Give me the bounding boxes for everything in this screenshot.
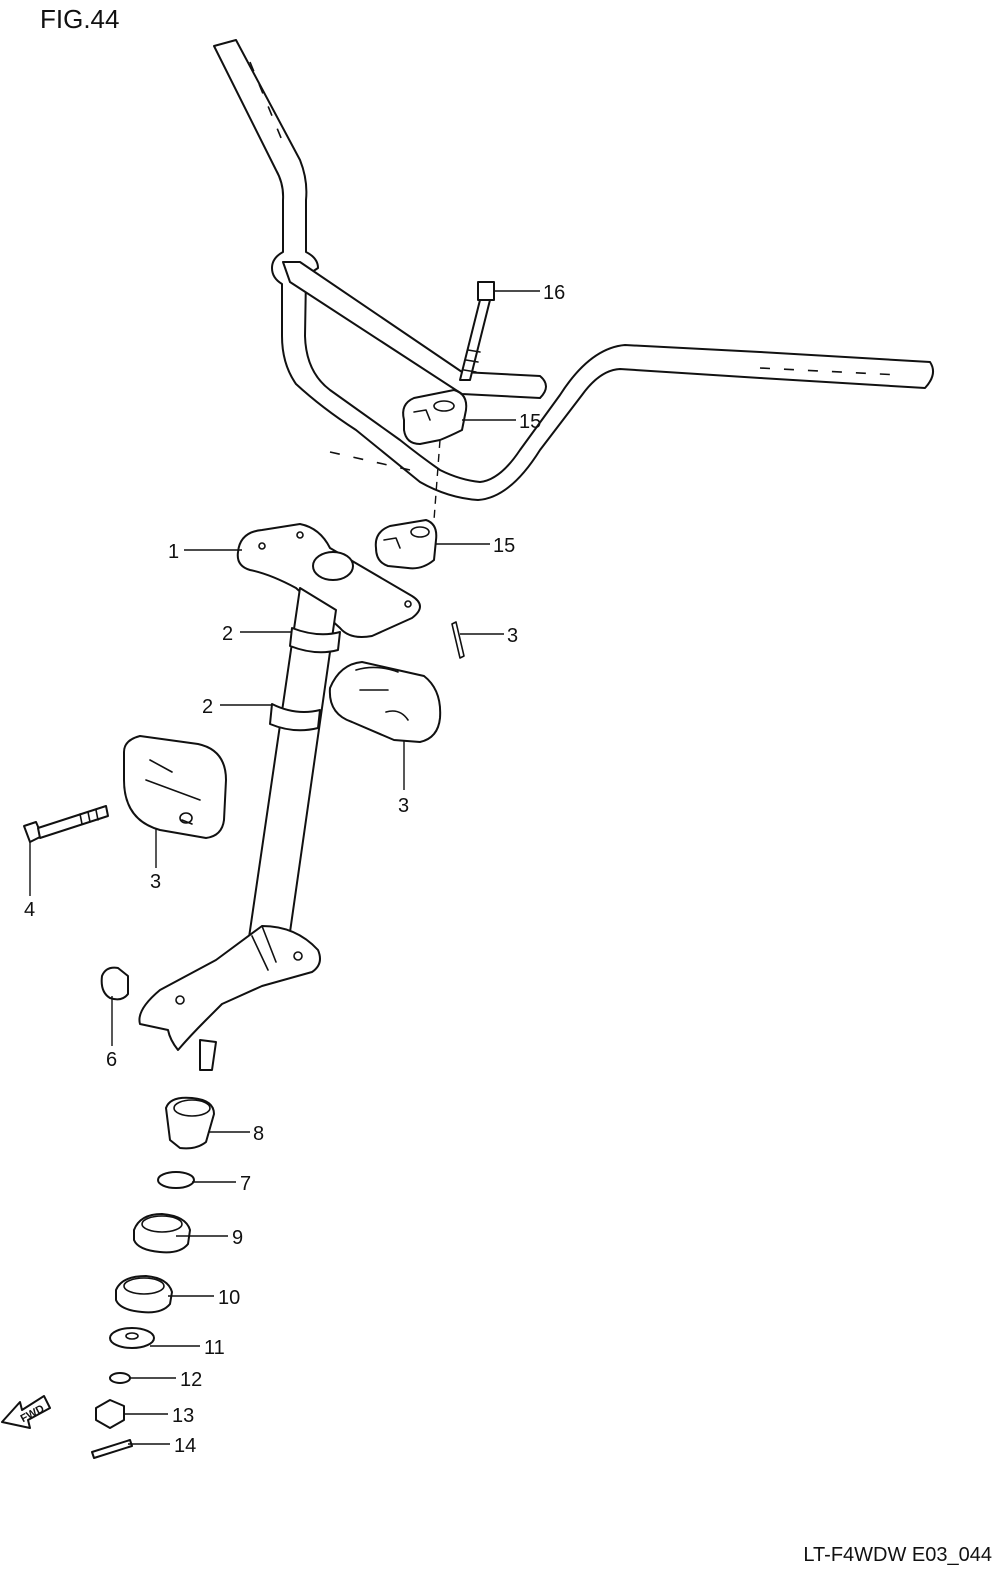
figure-title: FIG.44 [40,4,120,34]
dust-seal [133,1213,191,1254]
upper-holder [402,389,468,445]
callout-11: 11 [204,1337,225,1359]
leader-lines [29,290,540,1445]
callout-6: 6 [106,1049,118,1071]
bushing [100,966,129,1001]
oil-seal [115,1275,173,1314]
flange-bolt [23,805,109,843]
nut [95,1399,125,1429]
shaft-holder-right [328,661,442,743]
callout-16: 16 [543,282,566,304]
handlebar [213,39,935,501]
steering-shaft [138,587,341,1071]
shaft-holder-left [123,735,227,839]
callout-1: 1 [168,541,180,563]
callout-9: 9 [232,1227,244,1249]
lower-holder [374,519,438,570]
forward-arrow-icon [1,1395,51,1429]
cotter-pin [91,1439,133,1459]
callout-8: 8 [253,1123,265,1145]
callout-13: 13 [172,1405,195,1427]
model-code: LT-F4WDW E03_044 [803,1544,992,1566]
upper-bracket [236,523,421,638]
callout-14: 14 [174,1435,197,1457]
washer-small [109,1372,131,1384]
callout-3-left: 3 [150,871,162,893]
callout-3-right: 3 [398,795,410,817]
callout-4: 4 [24,899,36,921]
callout-2-lower: 2 [202,696,214,718]
circlip [157,1171,195,1189]
callout-10: 10 [218,1287,241,1309]
cotter-clip [451,621,465,659]
handlebar-bolt [459,281,495,381]
bearing [165,1096,215,1150]
callout-15-lower: 15 [493,535,516,557]
callout-12: 12 [180,1369,203,1391]
washer-large [109,1327,155,1349]
callout-7: 7 [240,1173,252,1195]
callout-15-upper: 15 [519,411,542,433]
callout-3-clip: 3 [507,625,519,647]
callout-2-upper: 2 [222,623,234,645]
